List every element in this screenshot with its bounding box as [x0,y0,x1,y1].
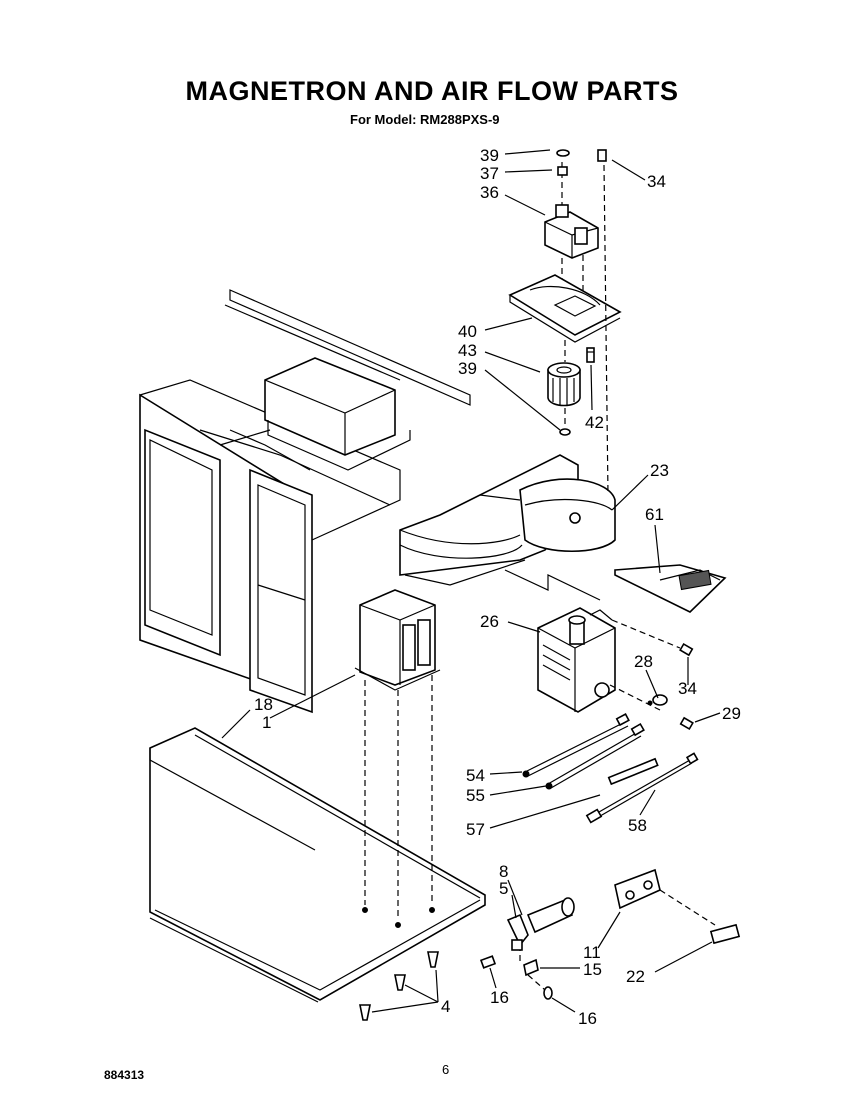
label-61-deflector: 61 [645,505,664,524]
air-duct [399,454,616,601]
label-5-bracket: 5 [499,879,508,898]
label-18-base: 18 [254,695,273,714]
label-37-nut: 37 [480,164,499,183]
label-1-transformer: 1 [262,713,271,732]
label-39-washer: 39 [480,146,499,165]
label-57-wire: 57 [466,820,485,839]
leader-lines [221,149,721,1013]
screw-34-magnetron [679,642,694,657]
screw-42 [586,347,595,363]
label-58-wire: 58 [628,816,647,835]
fuse-holder [614,868,741,945]
screw-29 [679,716,694,731]
label-36-motor: 36 [480,183,499,202]
label-29-screw: 29 [722,704,741,723]
label-55-wire: 55 [466,786,485,805]
label-34-screw-top: 34 [647,172,666,191]
label-11-fuse-holder: 11 [583,943,601,962]
fan-motor [544,149,599,300]
label-22-fuse: 22 [626,967,645,986]
label-8-capacitor: 8 [499,862,508,881]
oven-cavity-assembly [139,289,471,714]
label-54-wire: 54 [466,766,485,785]
wire-harnesses [522,713,699,824]
label-4-screws: 4 [441,997,450,1016]
label-15-diode: 15 [583,960,602,979]
page-title: MAGNETRON AND AIR FLOW PARTS [185,76,679,106]
label-28-thermal: 28 [634,652,653,671]
label-34-screw: 34 [678,679,697,698]
label-16-screw-left: 16 [490,988,509,1007]
label-26-magnetron: 26 [480,612,499,631]
thermal-protector-28 [647,694,668,706]
capacitor [479,897,575,1000]
document-number: 884313 [104,1068,145,1082]
label-16-screw-right: 16 [578,1009,597,1028]
model-subtitle: For Model: RM288PXS-9 [350,112,500,127]
label-43-fan: 43 [458,341,477,360]
label-39-washer-lower: 39 [458,359,477,378]
label-42-screw: 42 [585,413,604,432]
motor-bracket [508,274,622,343]
air-deflector [614,564,727,613]
screw-34-top [597,149,609,496]
page-number: 6 [442,1062,450,1077]
transformer [354,589,441,928]
magnetron [537,607,681,713]
label-40-bracket: 40 [458,322,477,341]
fan-blade [547,340,581,436]
part-labels: 39 37 36 34 40 43 39 42 23 61 26 28 34 2… [254,146,741,1028]
label-23-duct: 23 [650,461,669,480]
base-screws [359,951,439,1021]
